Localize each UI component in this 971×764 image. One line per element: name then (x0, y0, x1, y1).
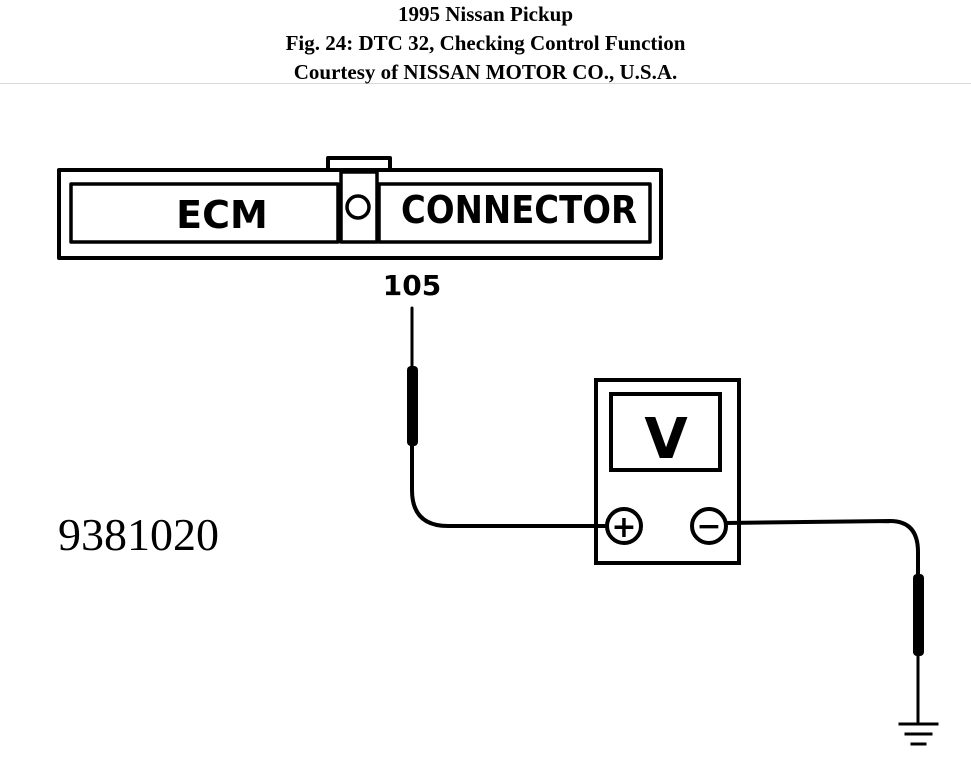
positive-probe-lead (407, 306, 608, 528)
negative-terminal (690, 507, 728, 545)
ground-icon (898, 722, 939, 746)
voltmeter-display (609, 392, 722, 472)
positive-terminal (605, 507, 643, 545)
negative-symbol: − (696, 509, 721, 544)
courtesy-line: Courtesy of NISSAN MOTOR CO., U.S.A. (293, 60, 678, 84)
ecm-label: ECM (176, 193, 268, 237)
figure-header: 1995 Nissan Pickup Fig. 24: DTC 32, Chec… (0, 0, 971, 84)
connector-label: CONNECTOR (401, 188, 637, 232)
negative-probe-handle (913, 574, 924, 656)
voltmeter-body (594, 378, 741, 565)
ecm-connector (57, 156, 663, 260)
header-title: 1995 Nissan Pickup (397, 2, 574, 26)
connector-right-cavity (377, 182, 652, 244)
terminal-number-label: 105 (383, 269, 441, 302)
connector-left-cavity (69, 182, 340, 244)
negative-probe-wire (724, 518, 920, 576)
voltmeter (594, 378, 741, 565)
connector-center-lock (339, 170, 379, 244)
positive-probe-handle (407, 366, 418, 446)
connector-outer-body (57, 168, 663, 260)
positive-probe-wire (410, 444, 608, 528)
figure-caption: Fig. 24: DTC 32, Checking Control Functi… (285, 31, 686, 55)
connector-latch (326, 156, 392, 170)
voltmeter-symbol: V (644, 407, 688, 472)
positive-symbol: + (611, 510, 636, 545)
figure-number: 9381020 (58, 509, 219, 560)
negative-probe-lead (724, 518, 924, 724)
connector-lock-hole (345, 194, 371, 220)
